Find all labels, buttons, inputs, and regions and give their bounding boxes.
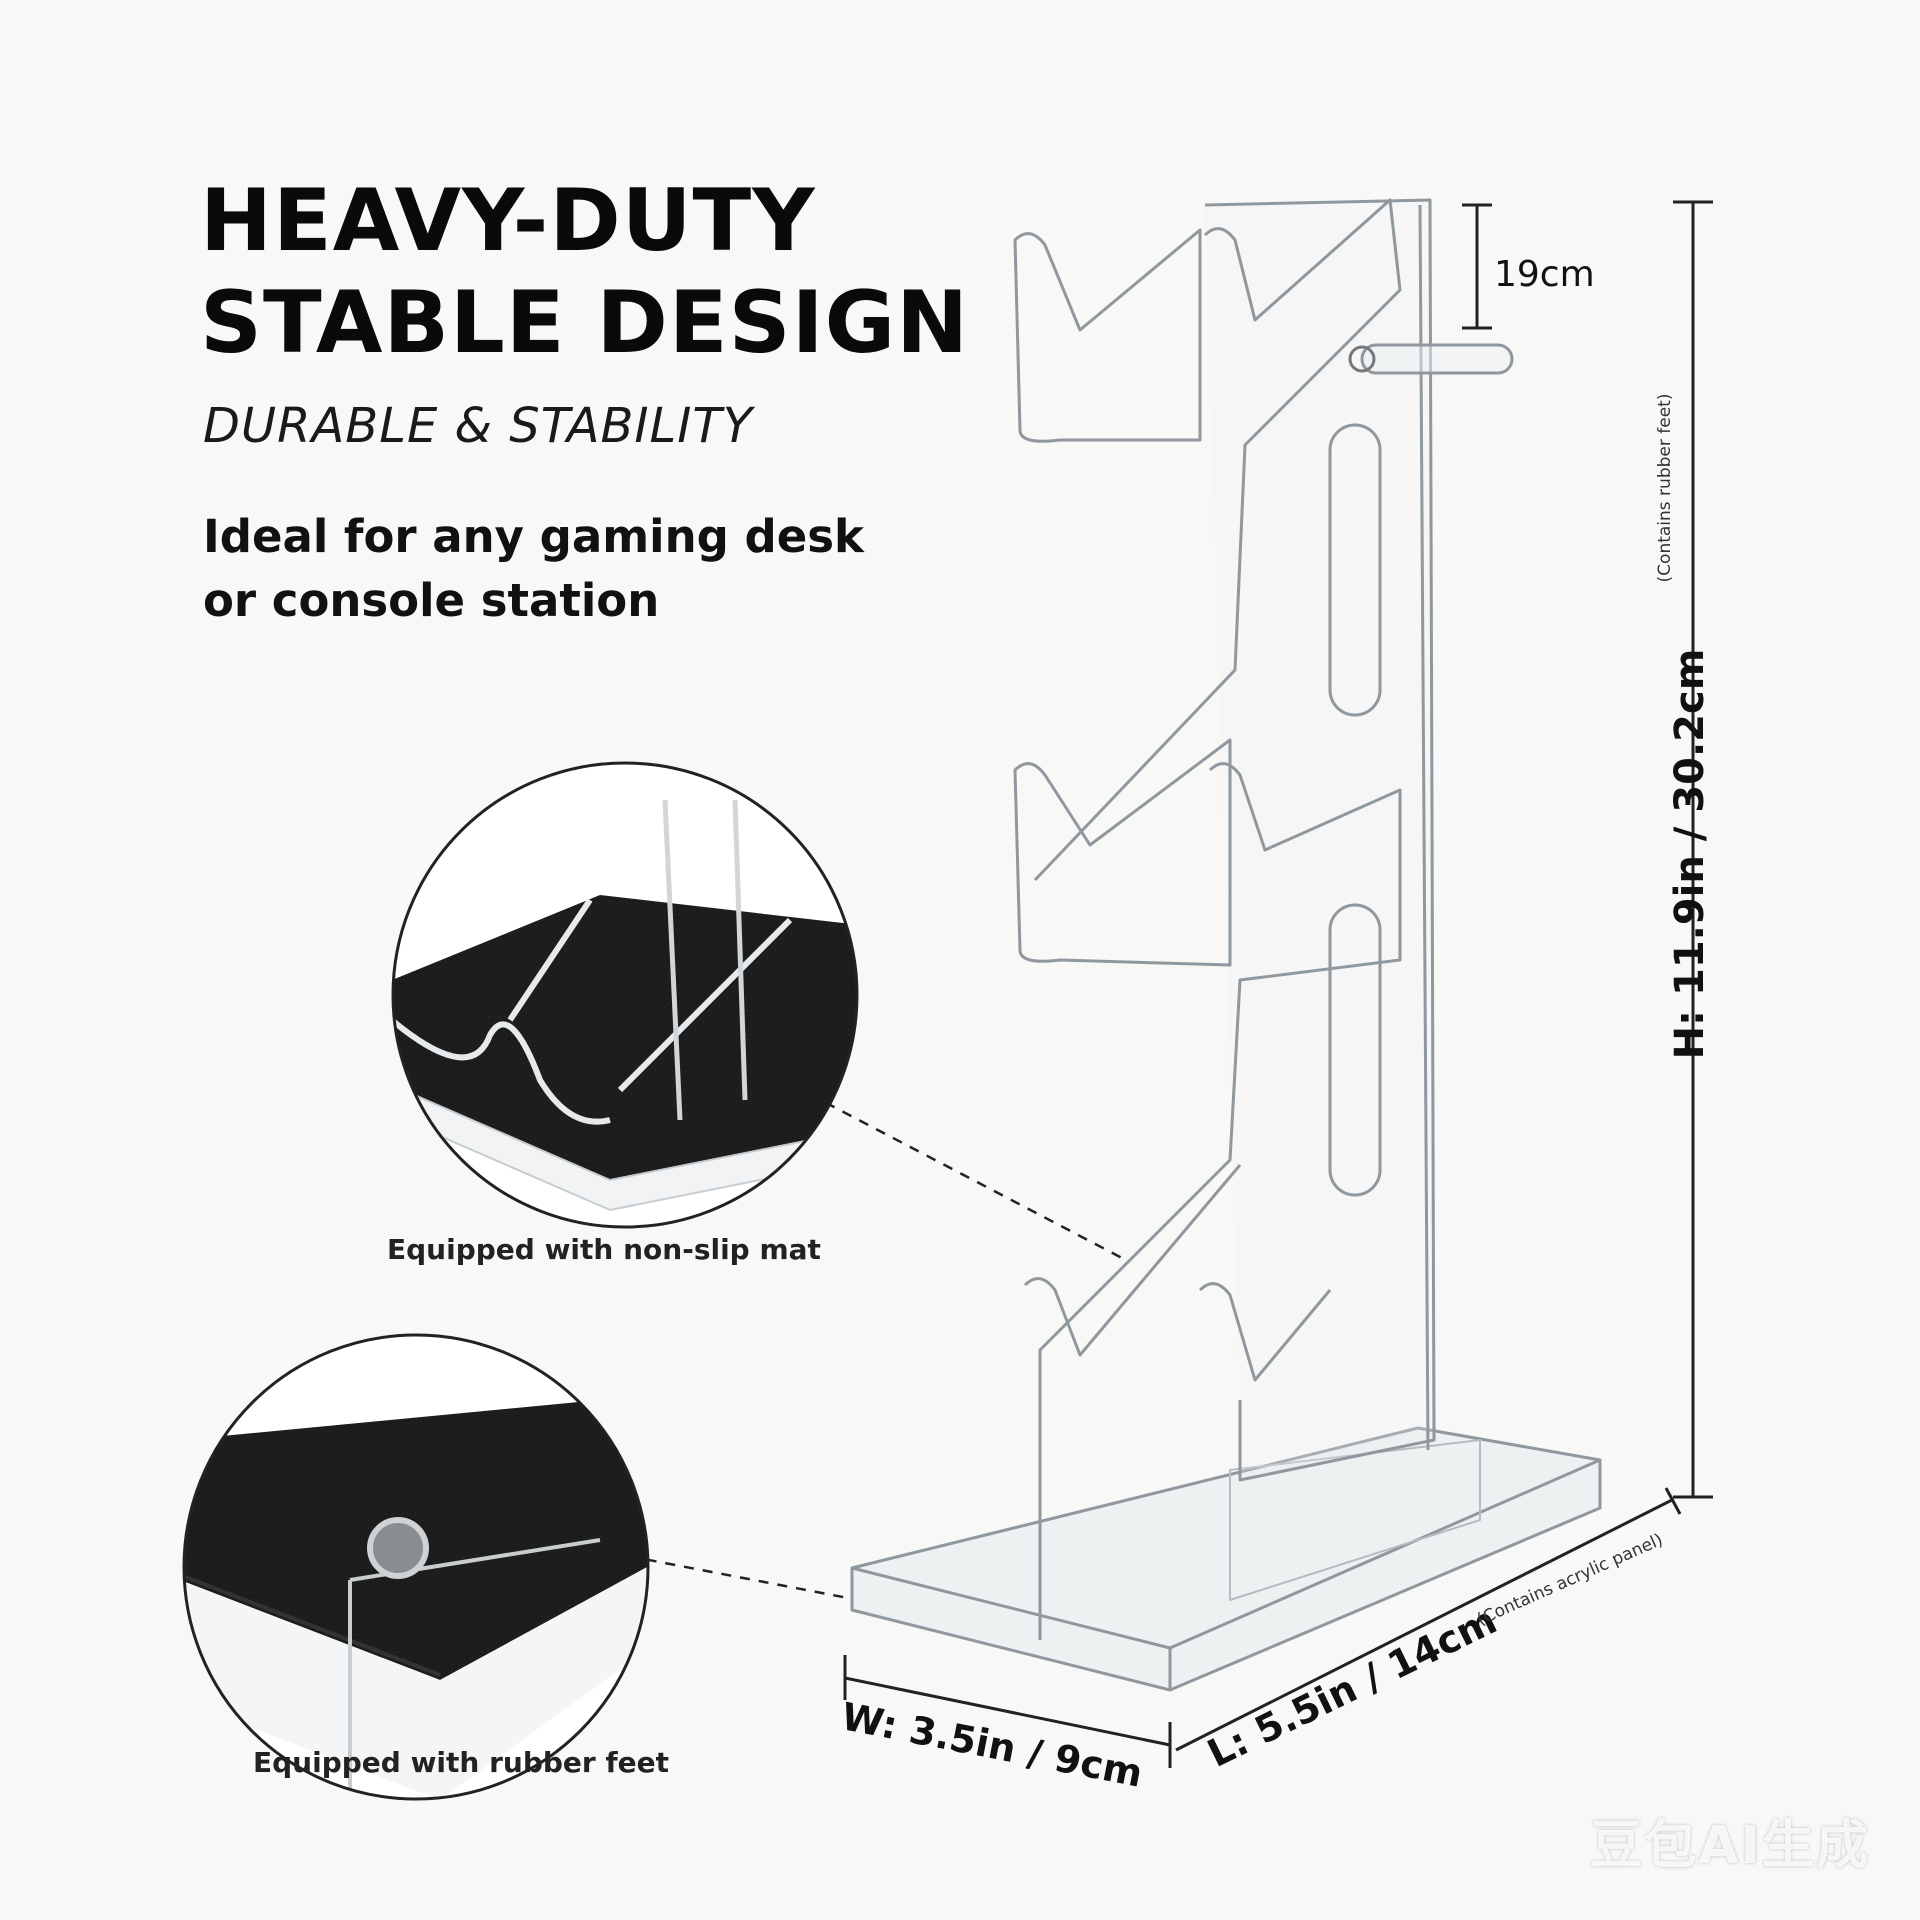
headline: HEAVY-DUTY STABLE DESIGN	[200, 170, 969, 374]
back-panel	[1204, 198, 1436, 1482]
callout-feet-image	[182, 1333, 650, 1801]
headphone-peg	[1348, 343, 1514, 375]
description-line-1: Ideal for any gaming desk	[203, 510, 864, 563]
description-line-2: or console station	[203, 574, 660, 627]
dimension-lines	[843, 200, 1713, 1768]
front-panel-right	[1033, 198, 1402, 1640]
rubber-foot-icon	[367, 1517, 429, 1579]
acrylic-stand	[850, 198, 1602, 1692]
acrylic-base	[850, 1426, 1602, 1692]
subheadline: DURABLE & STABILITY	[203, 398, 754, 454]
dimension-top-gap: 19cm	[1494, 254, 1595, 295]
dimension-height-note: (Contains rubber feet)	[1655, 393, 1675, 583]
headline-line-2: STABLE DESIGN	[200, 273, 970, 373]
dimension-height: H: 11.9in / 30.2cm	[1667, 648, 1713, 1060]
watermark: 豆包AI生成	[1590, 1816, 1870, 1876]
front-panel-left	[1013, 228, 1242, 1357]
headline-line-1: HEAVY-DUTY	[200, 171, 816, 271]
description: Ideal for any gaming desk or console sta…	[203, 505, 903, 633]
caption-rubber-feet: Equipped with rubber feet	[253, 1746, 670, 1779]
caption-non-slip-mat: Equipped with non-slip mat	[387, 1233, 821, 1266]
callout-mat-image	[391, 761, 859, 1229]
leader-lines	[627, 1083, 1123, 1600]
slot-lower	[1328, 903, 1382, 1197]
slot-upper	[1328, 423, 1382, 717]
